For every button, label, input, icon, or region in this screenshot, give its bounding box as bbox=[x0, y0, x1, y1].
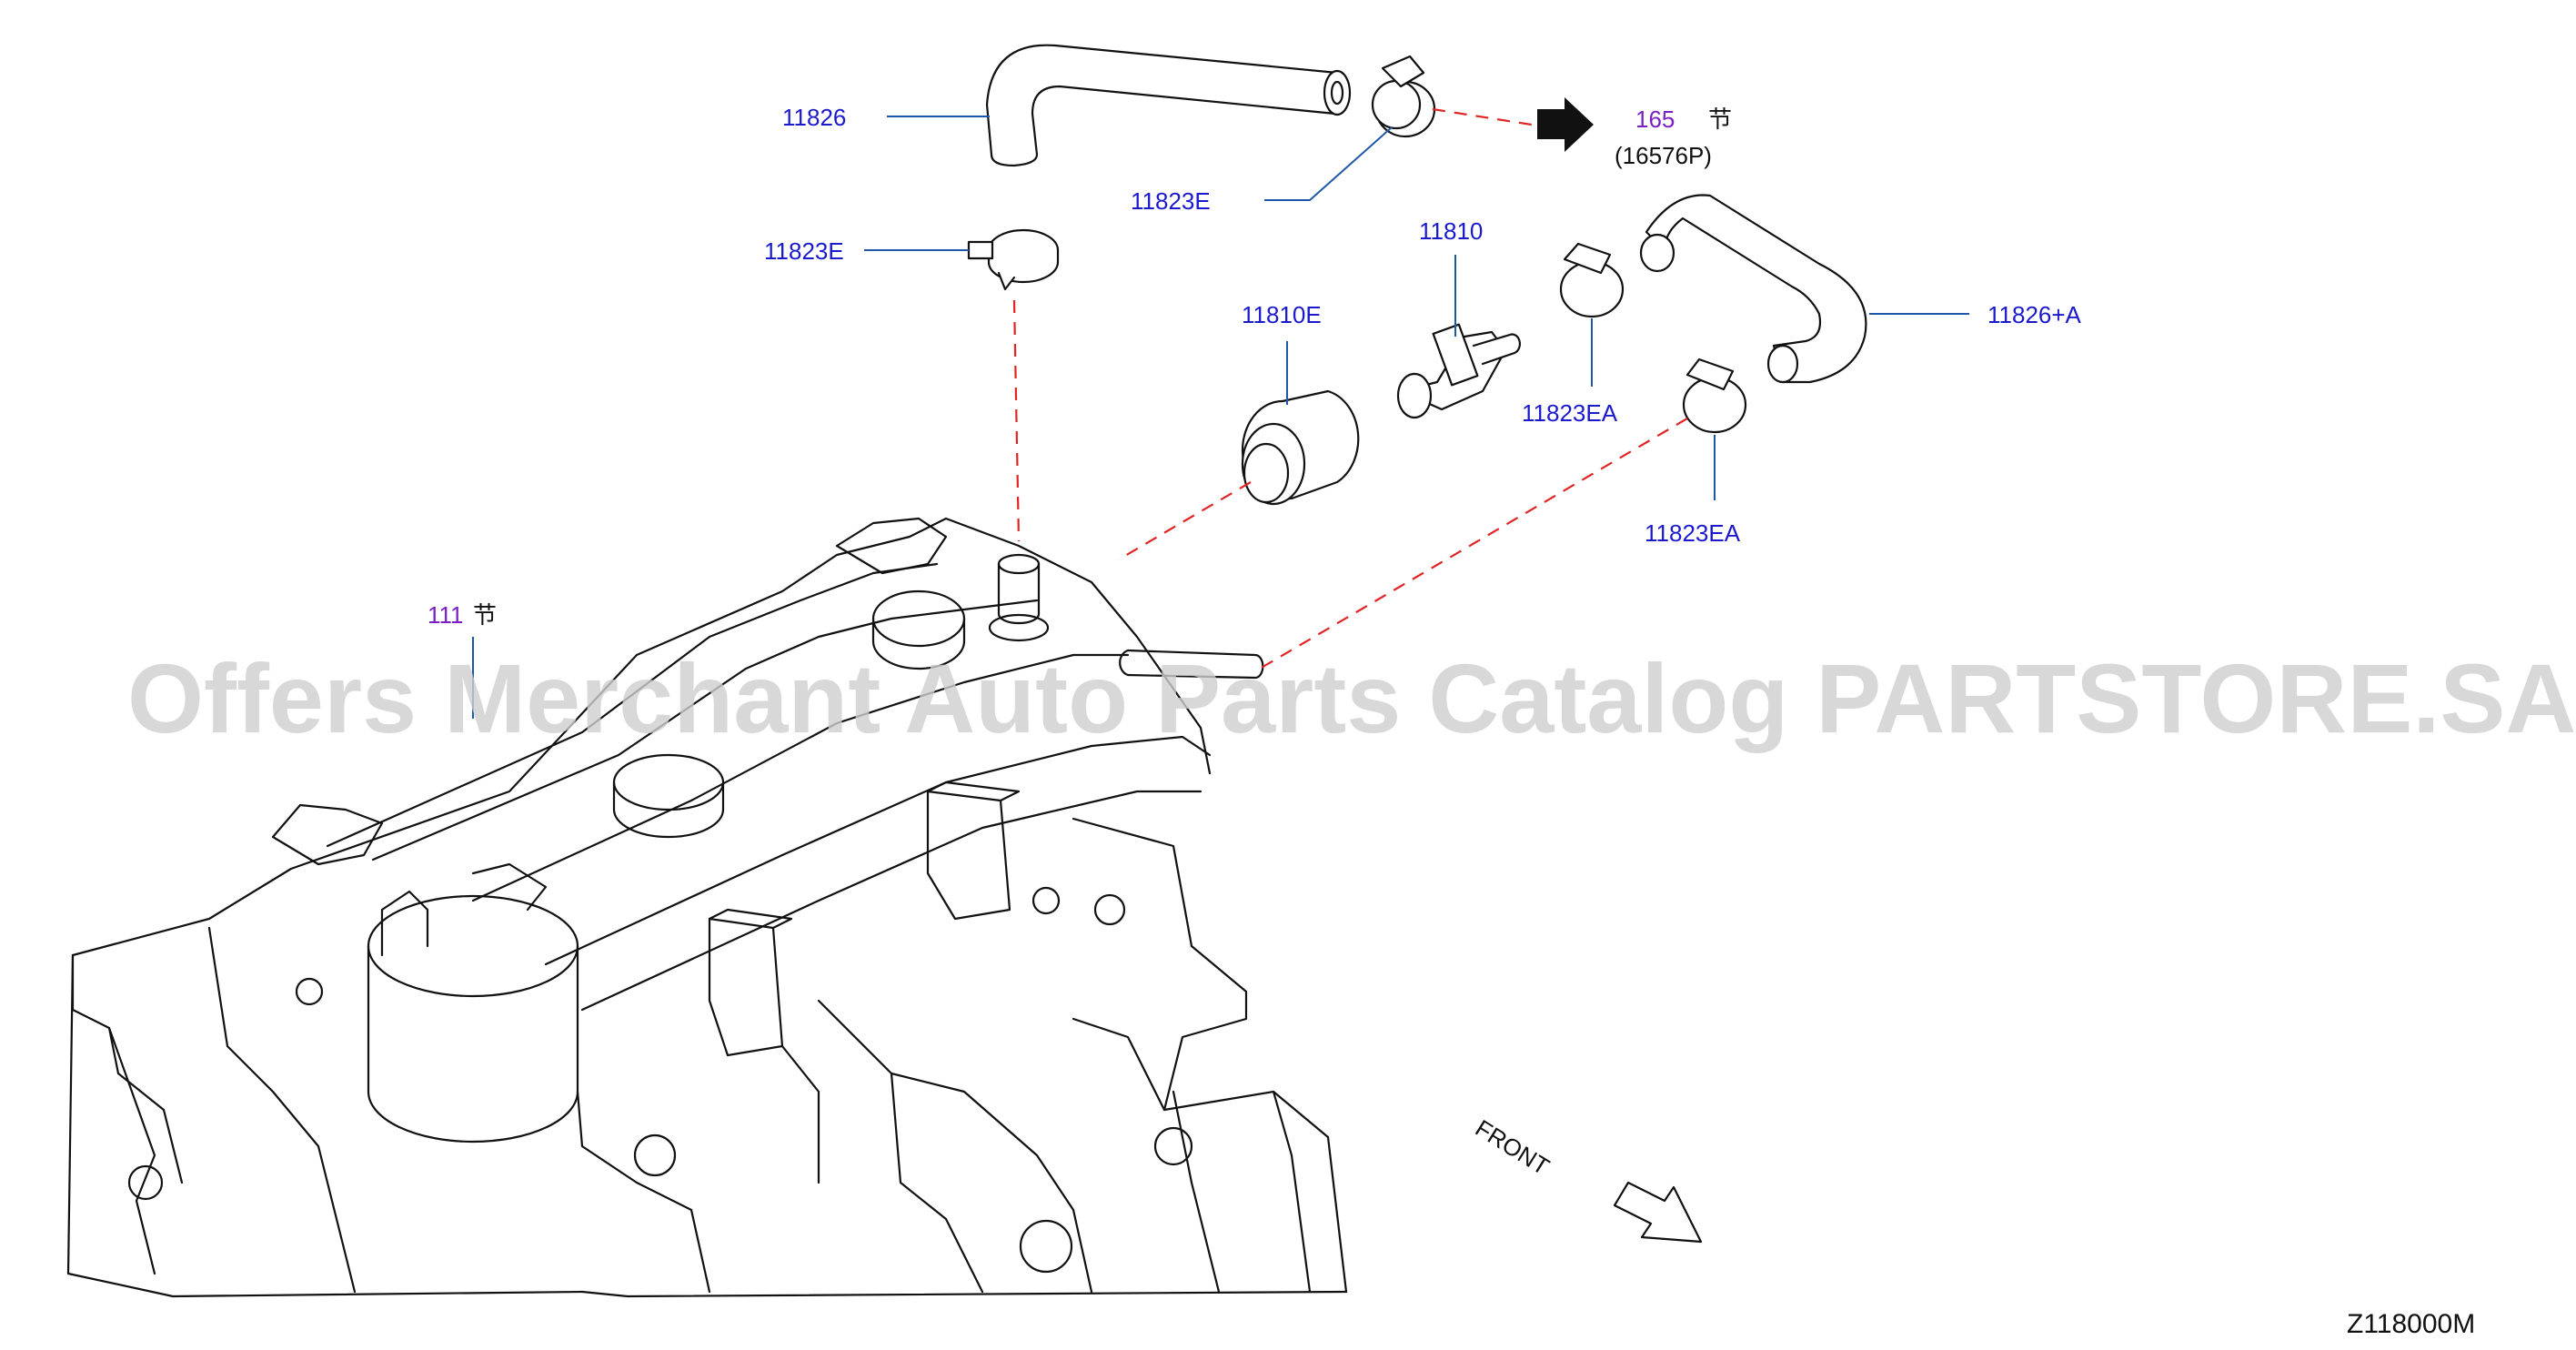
grommet-11810e bbox=[1241, 389, 1360, 506]
label-ref-16576p[interactable]: (16576P) bbox=[1615, 142, 1712, 169]
label-11823ea-upper[interactable]: 11823EA bbox=[1522, 399, 1618, 427]
engine-cylinder-head bbox=[66, 517, 1348, 1298]
label-11826a[interactable]: 11826+A bbox=[1987, 301, 2082, 328]
label-11823e-top[interactable]: 11823E bbox=[1131, 187, 1211, 215]
label-ref-165-suffix: 节 bbox=[1708, 106, 1732, 133]
clamp-11823ea-lower bbox=[1682, 358, 1747, 434]
hose-11826 bbox=[985, 44, 1352, 167]
leader-lines bbox=[472, 116, 1969, 719]
clamp-11823ea-upper bbox=[1559, 242, 1625, 318]
clamp-11823e-top bbox=[1371, 55, 1436, 138]
clamp-11823e-left bbox=[967, 228, 1060, 291]
label-11823e-left[interactable]: 11823E bbox=[764, 237, 844, 265]
label-ref-111[interactable]: 111 bbox=[428, 601, 464, 629]
valve-11810 bbox=[1396, 323, 1521, 419]
front-label: FRONT bbox=[1471, 1114, 1555, 1181]
front-arrow-icon bbox=[1613, 1181, 1703, 1244]
label-ref-165[interactable]: 165 bbox=[1635, 106, 1675, 133]
diagram-code: Z118000M bbox=[2347, 1309, 2475, 1339]
dashed-connection-lines bbox=[1012, 107, 1688, 670]
ref-arrow-icon bbox=[1537, 97, 1594, 152]
label-11810e[interactable]: 11810E bbox=[1242, 301, 1322, 328]
label-11826[interactable]: 11826 bbox=[782, 104, 846, 131]
label-11823ea-lower[interactable]: 11823EA bbox=[1645, 519, 1741, 547]
hose-11826a bbox=[1639, 194, 1867, 384]
label-ref-111-suffix: 节 bbox=[473, 601, 497, 629]
watermark: Offers Merchant Auto Parts Catalog PARTS… bbox=[127, 643, 2576, 753]
label-11810[interactable]: 11810 bbox=[1419, 217, 1483, 245]
